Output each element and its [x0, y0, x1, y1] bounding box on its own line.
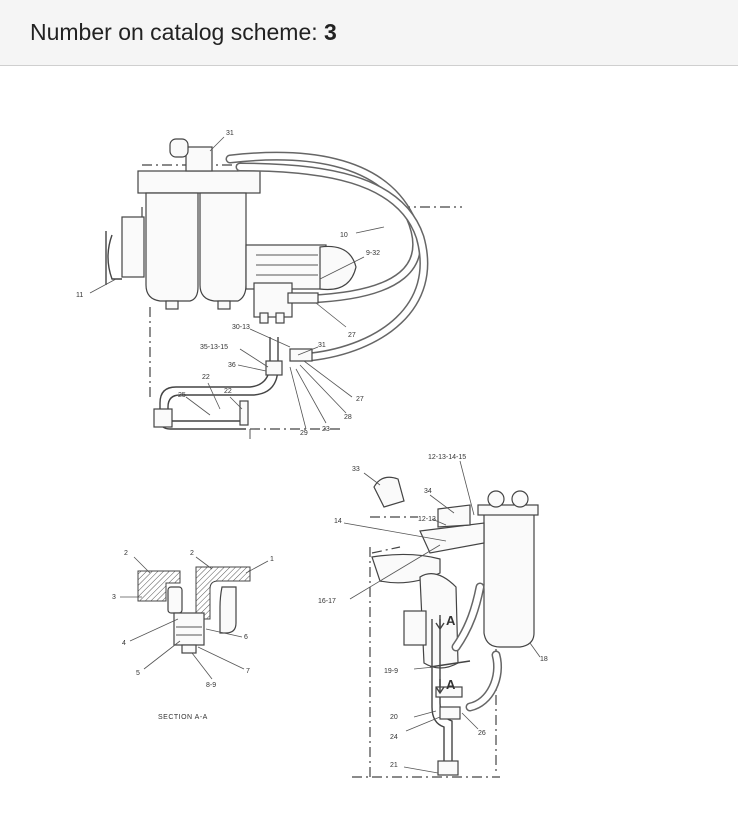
right-callouts: 12-13-14-15 33 34 12-13 14 16-17 A 18 19…: [318, 454, 548, 769]
parts-diagram: 31 10 9-32 11 27 30-13 31 35-13-15 36 22…: [0, 67, 738, 824]
callout: 31: [226, 130, 234, 137]
callout: 12-13: [418, 516, 436, 523]
callout: 2: [190, 550, 194, 557]
callout: 23: [322, 426, 330, 433]
callout: 9-32: [366, 250, 380, 257]
header-bar: Number on catalog scheme: 3: [0, 0, 738, 66]
callout: 3: [112, 594, 116, 601]
callout: 28: [344, 414, 352, 421]
callout: 34: [424, 488, 432, 495]
callout: 6: [244, 634, 248, 641]
upper-callouts: 31 10 9-32 11 27 30-13 31 35-13-15 36 22…: [76, 130, 380, 437]
callout: 8-9: [206, 682, 216, 689]
callout: 33: [352, 466, 360, 473]
lower-right-assembly: [343, 460, 541, 778]
section-marker: A: [446, 613, 456, 628]
section-marker: A: [446, 677, 456, 692]
callout: 36: [228, 362, 236, 369]
section-caption: SECTION A-A: [158, 714, 208, 721]
callout: 20: [390, 714, 398, 721]
section-callouts: 2 2 1 3 6 4 5 7 8-9 SECTION A-A: [112, 550, 274, 721]
callout: 14: [334, 518, 342, 525]
scheme-number: 3: [324, 19, 337, 45]
callout: 31: [318, 342, 326, 349]
callout: 25: [178, 392, 186, 399]
callout: 26: [478, 730, 486, 737]
callout: 22: [202, 374, 210, 381]
callout: 2: [124, 550, 128, 557]
callout: 1: [270, 556, 274, 563]
callout: 11: [76, 292, 83, 299]
callout: 18: [540, 656, 548, 663]
callout: 4: [122, 640, 126, 647]
callout: 12-13-14-15: [428, 454, 466, 461]
scheme-number-label: Number on catalog scheme: 3: [30, 19, 337, 45]
callout: 5: [136, 670, 140, 677]
callout: 10: [340, 232, 348, 239]
callout: 19-9: [384, 668, 398, 675]
callout: 21: [390, 762, 398, 769]
callout: 16-17: [318, 598, 336, 605]
callout: 35-13-15: [200, 344, 228, 351]
callout: 27: [356, 396, 364, 403]
callout: 27: [348, 332, 356, 339]
upper-filter-assembly: [89, 136, 462, 439]
callout: 30-13: [232, 324, 250, 331]
callout: 7: [246, 668, 250, 675]
section-a-a: [120, 556, 269, 680]
callout: 22: [224, 388, 232, 395]
callout: 24: [390, 734, 398, 741]
parts-diagram-svg: 31 10 9-32 11 27 30-13 31 35-13-15 36 22…: [76, 130, 548, 778]
callout: 29: [300, 430, 308, 437]
